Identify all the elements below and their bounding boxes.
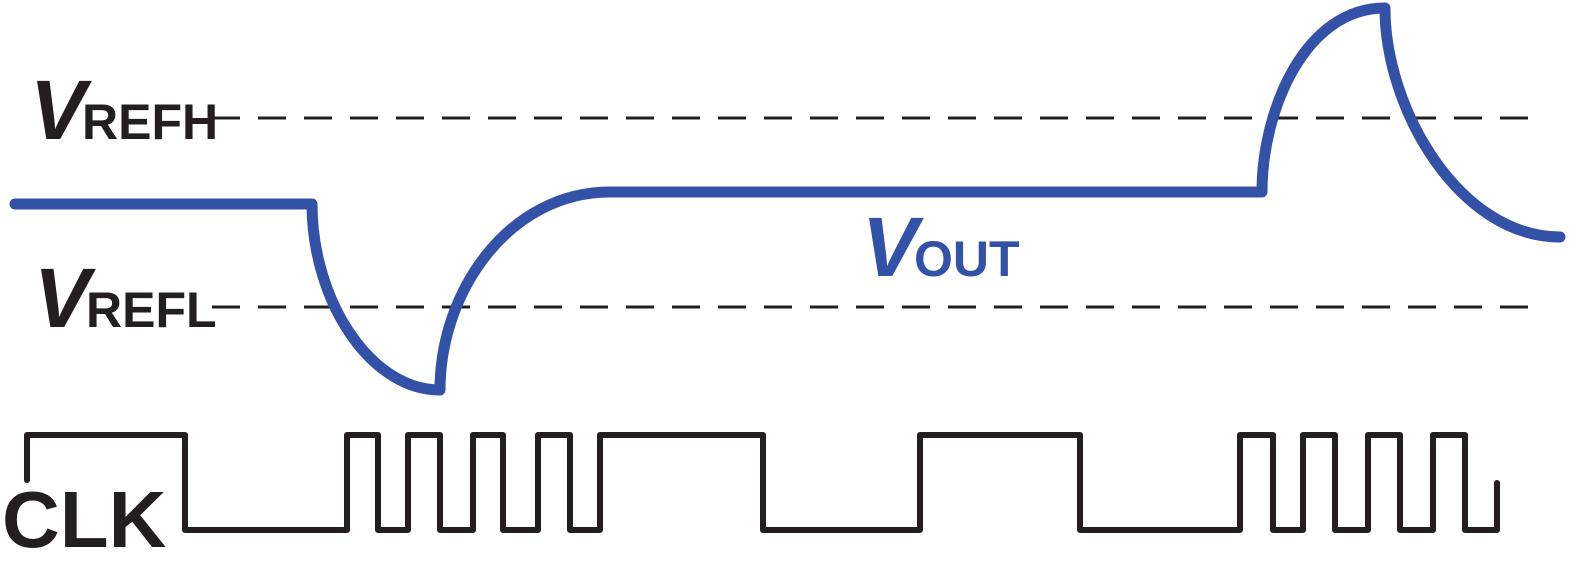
vout-v: V [862,200,919,294]
vrefh-label: VREFH [30,68,218,152]
vrefl-sub: REFL [86,282,217,338]
clk-label: CLK [2,475,167,564]
vout-label: VOUT [862,205,1020,289]
clk-waveform [24,432,1500,533]
vrefh-v: V [30,63,87,157]
vout-waveform [9,2,1566,396]
vrefl-v: V [34,251,91,345]
vrefh-sub: REFH [82,94,219,150]
vout-sub: OUT [914,231,1020,287]
vrefl-label: VREFL [34,256,217,340]
